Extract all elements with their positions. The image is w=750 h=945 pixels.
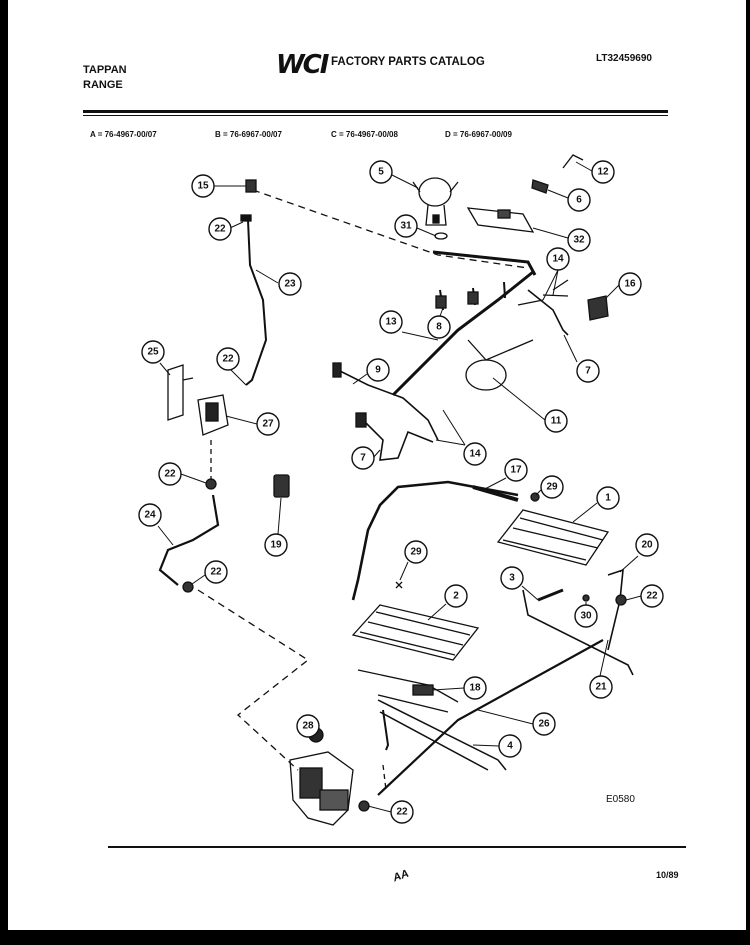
callout-24: 24 — [138, 503, 174, 546]
svg-text:26: 26 — [538, 719, 550, 730]
callout-16: 16 — [605, 272, 642, 299]
svg-text:22: 22 — [164, 469, 176, 480]
svg-text:19: 19 — [270, 540, 282, 551]
svg-text:17: 17 — [510, 465, 522, 476]
callout-17: 17 — [482, 458, 528, 491]
callout-31: 31 — [394, 214, 437, 238]
callout-29-mid: 29 — [399, 540, 428, 581]
callout-28: 28 — [296, 714, 320, 739]
callout-2: 2 — [427, 584, 468, 621]
callout-7-right: 7 — [563, 334, 600, 383]
product-type: RANGE — [83, 79, 123, 91]
svg-text:29: 29 — [410, 547, 422, 558]
callout-22-mid: 22 — [216, 347, 247, 386]
callout-22-bottom: 22 — [367, 800, 414, 824]
callout-30: 30 — [574, 602, 598, 628]
svg-text:32: 32 — [573, 235, 585, 246]
svg-text:15: 15 — [197, 181, 209, 192]
callout-4: 4 — [472, 734, 522, 758]
brand-name: TAPPAN — [83, 64, 127, 76]
svg-text:22: 22 — [396, 807, 408, 818]
model-code-b: B = 76-6967-00/07 — [215, 130, 282, 139]
callout-14-top: 14 — [542, 247, 570, 301]
model-code-d: D = 76-6967-00/09 — [445, 130, 512, 139]
callout-13: 13 — [379, 310, 439, 341]
svg-text:23: 23 — [284, 279, 296, 290]
callout-14-bottom: 14 — [435, 409, 487, 466]
callout-29-top: 29 — [535, 475, 564, 499]
callout-26: 26 — [477, 709, 556, 736]
svg-text:22: 22 — [646, 591, 658, 602]
svg-text:25: 25 — [147, 347, 159, 358]
svg-text:12: 12 — [597, 167, 609, 178]
callout-3: 3 — [500, 566, 539, 601]
callout-25: 25 — [141, 340, 171, 376]
svg-text:1: 1 — [605, 493, 611, 504]
svg-text:27: 27 — [262, 419, 274, 430]
callout-11: 11 — [492, 377, 568, 433]
svg-text:28: 28 — [302, 721, 314, 732]
callout-5: 5 — [369, 160, 419, 189]
svg-text:11: 11 — [551, 416, 562, 427]
svg-text:7: 7 — [585, 366, 591, 377]
callout-6: 6 — [547, 188, 591, 212]
callout-22-lower: 22 — [191, 560, 228, 585]
callout-22-right: 22 — [625, 584, 664, 608]
svg-text:16: 16 — [624, 279, 636, 290]
header-rule — [83, 110, 668, 113]
callout-15: 15 — [191, 174, 246, 198]
svg-text:13: 13 — [385, 317, 397, 328]
svg-text:31: 31 — [400, 221, 412, 232]
callout-22-nut: 22 — [158, 462, 207, 486]
callout-1: 1 — [572, 486, 620, 523]
callout-20: 20 — [619, 533, 659, 573]
svg-text:22: 22 — [222, 354, 234, 365]
callout-7-left: 7 — [351, 446, 381, 470]
callout-18: 18 — [432, 676, 487, 700]
svg-text:9: 9 — [375, 365, 381, 376]
parts-sheet: TAPPAN RANGE WCI FACTORY PARTS CATALOG L… — [8, 0, 746, 930]
svg-text:14: 14 — [469, 449, 481, 460]
svg-text:29: 29 — [546, 482, 558, 493]
catalog-number: LT32459690 — [596, 53, 652, 64]
header-rule-thin — [83, 115, 668, 116]
svg-text:20: 20 — [641, 540, 653, 551]
svg-text:8: 8 — [436, 322, 442, 333]
svg-text:5: 5 — [378, 167, 384, 178]
callout-8: 8 — [427, 307, 451, 339]
svg-text:14: 14 — [552, 254, 564, 265]
svg-text:22: 22 — [214, 224, 226, 235]
part-drawings — [158, 154, 634, 826]
callouts: 15 22 23 5 31 12 6 32 14 16 8 7 25 22 27… — [138, 160, 664, 824]
date-code: 10/89 — [656, 870, 679, 880]
drawing-code: E0580 — [606, 794, 635, 805]
svg-text:30: 30 — [580, 611, 592, 622]
callout-23: 23 — [255, 269, 302, 296]
wci-logo: WCI — [276, 50, 329, 80]
svg-text:3: 3 — [509, 573, 515, 584]
callout-27: 27 — [225, 412, 280, 436]
svg-text:24: 24 — [144, 510, 156, 521]
svg-text:7: 7 — [360, 453, 366, 464]
footer-rule — [108, 846, 686, 848]
exploded-parts-diagram: 15 22 23 5 31 12 6 32 14 16 8 7 25 22 27… — [138, 154, 664, 826]
callout-21: 21 — [589, 639, 613, 699]
model-code-c: C = 76-4967-00/08 — [331, 130, 398, 139]
callout-32: 32 — [532, 227, 591, 252]
callout-19: 19 — [264, 497, 288, 557]
model-code-a: A = 76-4967-00/07 — [90, 130, 157, 139]
callout-12: 12 — [575, 160, 615, 184]
svg-text:21: 21 — [595, 682, 607, 693]
svg-text:22: 22 — [210, 567, 222, 578]
callout-22: 22 — [208, 217, 244, 241]
svg-text:18: 18 — [469, 683, 481, 694]
callout-9: 9 — [352, 358, 390, 385]
svg-text:6: 6 — [576, 195, 582, 206]
svg-text:2: 2 — [453, 591, 459, 602]
catalog-title: FACTORY PARTS CATALOG — [331, 56, 485, 68]
svg-text:4: 4 — [507, 741, 513, 752]
